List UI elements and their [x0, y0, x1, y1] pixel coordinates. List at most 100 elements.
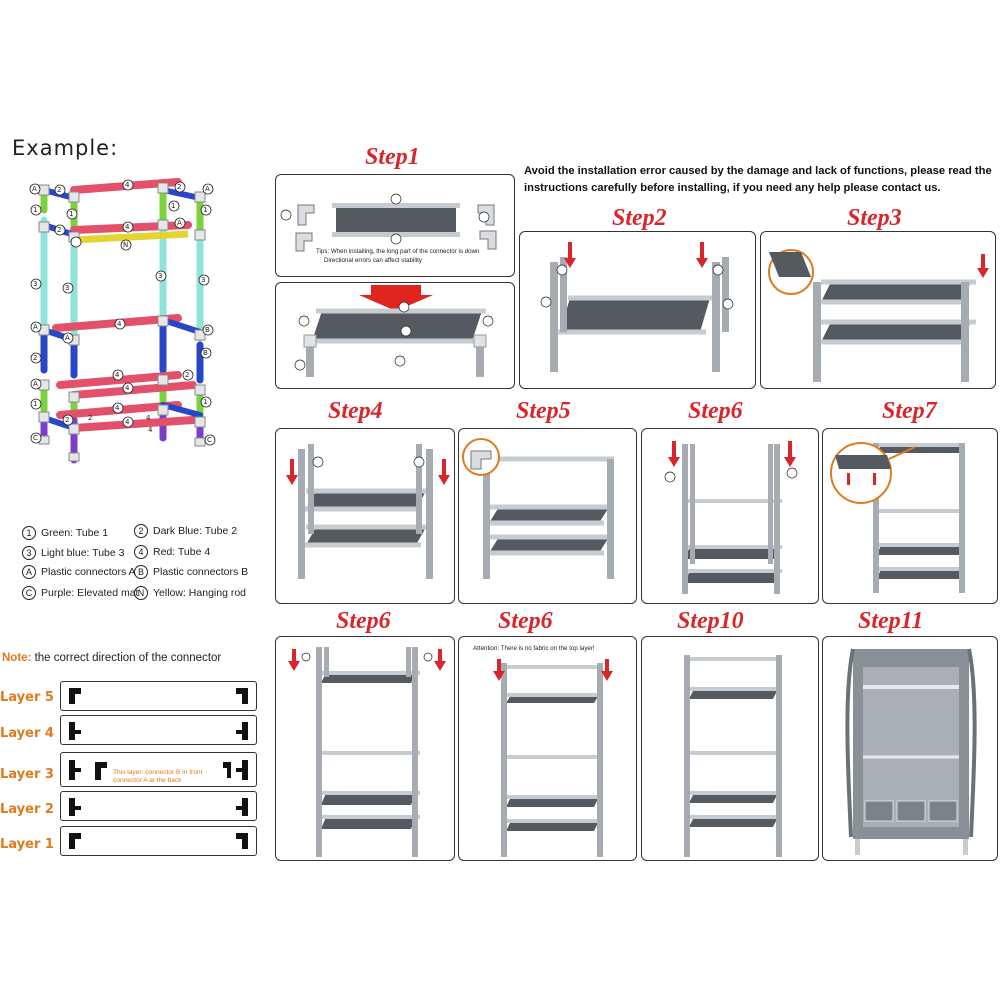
frame-label: 1: [33, 206, 38, 214]
legend-text: Light blue: Tube 3: [41, 547, 125, 559]
step3-panel: [760, 231, 996, 389]
frame-label: A: [33, 380, 38, 388]
frame-label: 2: [33, 354, 38, 362]
step2-panel: [519, 231, 756, 389]
frame-label: 1: [203, 398, 208, 406]
frame-label: 1: [69, 210, 74, 218]
down-arrow-icon: [564, 242, 576, 268]
step6a-panel: [641, 428, 819, 604]
step4-title: Step4: [328, 398, 383, 424]
frame-label: 4: [125, 418, 130, 426]
frame-label: A: [32, 185, 37, 193]
frame-label: 2: [88, 414, 93, 422]
note-text: the correct direction of the connector: [31, 652, 222, 664]
down-arrow-icon: [438, 459, 450, 485]
down-arrow-icon: [434, 649, 446, 671]
step1-tip-line1: Tips: When installing, the long part of …: [316, 248, 480, 255]
frame-label: 1: [171, 202, 176, 210]
layer-label: Layer 5: [0, 690, 54, 705]
down-arrow-icon: [288, 649, 300, 671]
step6c-diagram: [493, 659, 613, 857]
layer3-note-line1: This layer: connector B in front: [113, 769, 203, 776]
step10-title: Step10: [677, 608, 744, 634]
step7-title: Step7: [882, 398, 937, 424]
legend-symbol: N: [134, 586, 148, 600]
legend-text: Yellow: Hanging rod: [153, 587, 247, 599]
frame-label: 2: [65, 416, 70, 424]
legend-text: Green: Tube 1: [41, 527, 109, 539]
step11-panel: [822, 636, 998, 861]
step5-panel: [458, 428, 637, 604]
legend-item: N Yellow: Hanging rod: [134, 586, 246, 600]
layer3-note-line2: connector A at the back: [113, 777, 182, 784]
frame-label: A: [65, 334, 70, 342]
frame-label: 4: [148, 426, 153, 434]
legend-symbol: B: [134, 565, 148, 579]
step2-title: Step2: [612, 205, 667, 231]
note-label: Note:: [2, 652, 32, 664]
legend-symbol: 4: [134, 545, 148, 559]
frame-label: 4: [146, 414, 151, 422]
legend-text: Dark Blue: Tube 2: [153, 525, 238, 537]
legend-item: A Plastic connectors A: [22, 565, 136, 579]
legend-symbol: A: [22, 565, 36, 579]
down-arrow-icon: [286, 459, 298, 485]
connector-pair-icon: [69, 688, 248, 704]
step1-assembly-diagram: [294, 285, 494, 377]
legend-text: Purple: Elevated mat: [41, 587, 139, 599]
frame-label: 1: [33, 400, 38, 408]
frame-label: 3: [201, 276, 206, 284]
step10-panel: [641, 636, 819, 861]
legend-symbol: C: [22, 586, 36, 600]
frame-label: 4: [117, 320, 122, 328]
frame-label: A: [33, 323, 38, 331]
step6a-title: Step6: [688, 398, 743, 424]
frame-label: A: [205, 185, 210, 193]
connector-pair-icon: [69, 833, 248, 849]
step6b-panel: [275, 636, 455, 861]
step11-wardrobe-diagram: [845, 648, 977, 855]
step7-diagram: [830, 442, 965, 593]
legend-text: Plastic connectors A: [41, 566, 136, 578]
legend-symbol: 1: [22, 526, 36, 540]
intro-instructions: Avoid the installation error caused by t…: [524, 165, 992, 194]
layer-label: Layer 2: [0, 802, 54, 817]
legend-symbol: 3: [22, 546, 36, 560]
example-title: Example:: [12, 136, 119, 160]
legend-item: B Plastic connectors B: [134, 565, 248, 579]
frame-label: N: [123, 241, 129, 249]
step10-diagram: [684, 655, 782, 857]
frame-label: 3: [33, 280, 38, 288]
step5-title: Step5: [516, 398, 571, 424]
legend-symbol: 2: [134, 524, 148, 538]
frame-label: C: [207, 436, 212, 444]
frame-label: 4: [115, 371, 120, 379]
connector-pair-icon: [69, 722, 248, 740]
frame-label: B: [203, 349, 208, 357]
step4-diagram: [286, 444, 450, 579]
step6c-attention: Attention: There is no fabric on the top…: [473, 645, 595, 652]
layer-box: [60, 715, 257, 745]
step2-diagram: [540, 242, 734, 372]
step6b-diagram: [288, 647, 446, 857]
step1-panel-bottom: [275, 282, 515, 389]
step1-tip-line2: Directional errors can affect stability: [324, 257, 422, 264]
step4-panel: [275, 428, 455, 604]
step7-panel: [822, 428, 998, 604]
step6a-diagram: [664, 441, 798, 594]
frame-label: 2: [57, 226, 62, 234]
frame-label: 2: [185, 371, 190, 379]
step6c-title: Step6: [498, 608, 553, 634]
down-arrow-icon: [359, 285, 433, 311]
legend-item: 2 Dark Blue: Tube 2: [134, 524, 237, 538]
legend-item: 3 Light blue: Tube 3: [22, 546, 124, 560]
down-arrow-icon: [493, 659, 505, 681]
step1-panel-top: Tips: When installing, the long part of …: [275, 174, 515, 277]
frame-label: A: [177, 219, 182, 227]
step6b-title: Step6: [336, 608, 391, 634]
legend-text: Plastic connectors B: [153, 566, 249, 578]
legend-item: 1 Green: Tube 1: [22, 526, 108, 540]
